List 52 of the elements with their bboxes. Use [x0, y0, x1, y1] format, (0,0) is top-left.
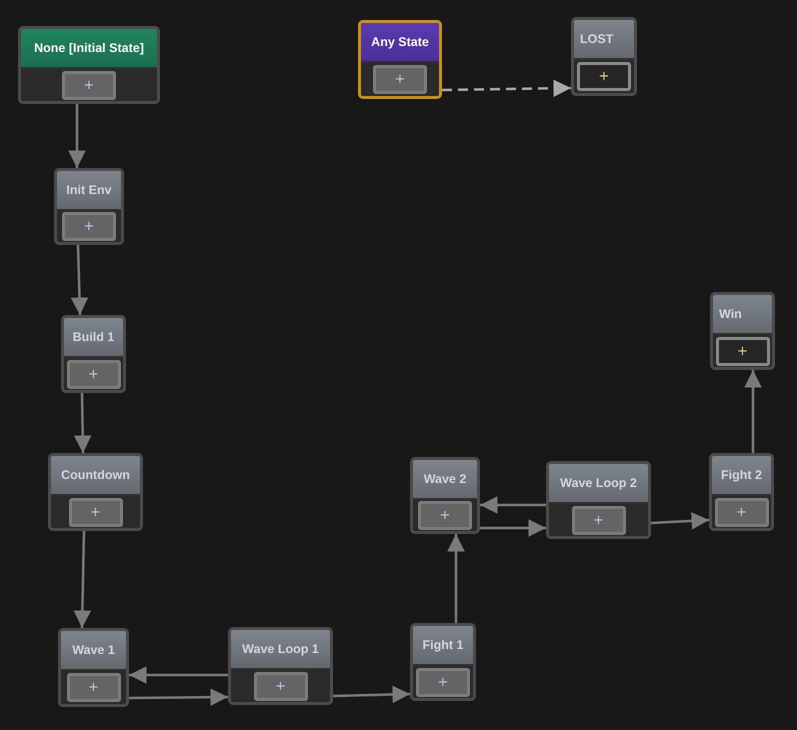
- add-button: +: [572, 506, 626, 534]
- state-node: [709, 453, 774, 531]
- add-button: +: [62, 212, 116, 241]
- state-node: [58, 628, 129, 707]
- add-button: +: [714, 498, 768, 526]
- add-button: +: [62, 70, 116, 100]
- add-button: +: [716, 336, 770, 366]
- state-title: Wave 2: [413, 460, 477, 500]
- state-title: Countdown: [51, 456, 140, 496]
- add-button: +: [254, 672, 308, 700]
- transition-arrow: [128, 688, 228, 706]
- add-button: +: [373, 65, 427, 94]
- transition-arrow: [70, 244, 88, 316]
- transition-arrow: [68, 104, 86, 168]
- state-title: Init Env: [57, 171, 121, 211]
- state-title: Build 1: [64, 318, 123, 358]
- state-title: Fight 1: [413, 626, 473, 666]
- transition-arrow: [74, 530, 92, 628]
- state-title: LOST: [574, 20, 634, 60]
- state-node: [48, 453, 143, 531]
- add-button: +: [66, 360, 120, 388]
- state-node: [546, 461, 651, 539]
- state-node: [710, 292, 775, 370]
- transition-arrow: [332, 686, 410, 704]
- state-title: Wave Loop 2: [549, 464, 648, 504]
- state-node: [410, 623, 476, 701]
- transition-arrow: [650, 512, 710, 530]
- state-node: [410, 457, 480, 534]
- transition-arrow: [480, 519, 546, 537]
- state-node: [228, 627, 333, 705]
- state-node: [358, 20, 442, 99]
- add-button: +: [577, 62, 631, 91]
- transition-arrow: [74, 392, 92, 454]
- transition-arrow: [129, 666, 228, 684]
- add-button: +: [68, 498, 122, 526]
- state-title: Wave Loop 1: [231, 630, 330, 670]
- add-button: +: [416, 668, 470, 696]
- add-button: +: [418, 501, 472, 530]
- add-button: +: [66, 673, 120, 702]
- transition-arrow: [744, 370, 762, 453]
- state-title: Fight 2: [712, 456, 771, 496]
- state-title: Wave 1: [61, 631, 126, 671]
- state-title: Any State: [361, 23, 439, 63]
- state-node: [54, 168, 124, 245]
- transition-arrow: [480, 496, 546, 514]
- state-node: [571, 17, 637, 96]
- state-title: Win: [713, 295, 772, 335]
- state-node: [61, 315, 126, 393]
- state-title: None [Initial State]: [21, 29, 157, 69]
- state-node: [18, 26, 160, 104]
- transition-arrow: [442, 80, 572, 98]
- transition-arrow: [447, 534, 465, 623]
